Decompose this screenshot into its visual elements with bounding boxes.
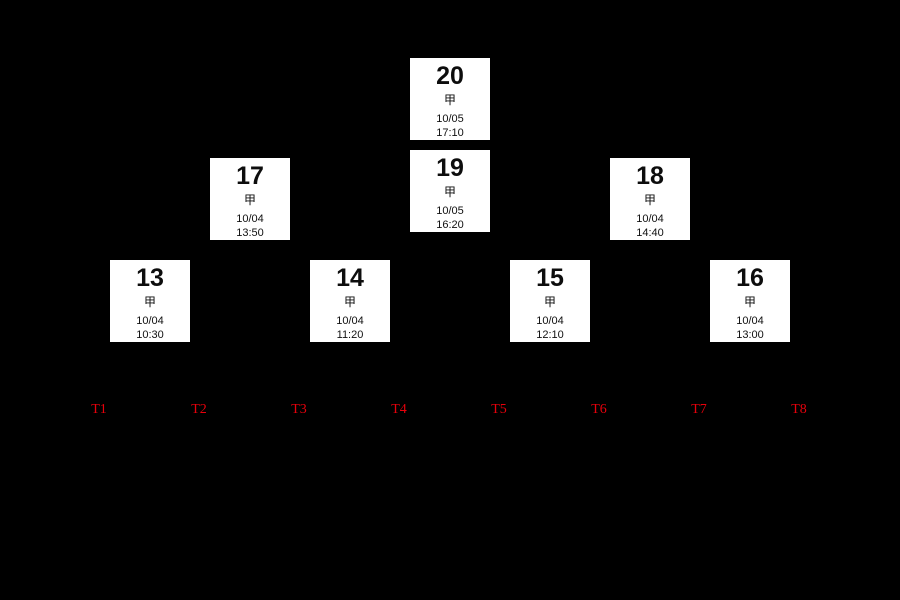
card-number: 16 xyxy=(736,264,764,292)
timeline-tick-label: T1 xyxy=(91,402,107,417)
card-date: 10/05 xyxy=(436,205,464,217)
card-category-label: 甲 xyxy=(643,193,656,207)
card-time: 17:10 xyxy=(436,126,464,139)
card-number: 13 xyxy=(136,264,164,292)
card-category-label: 甲 xyxy=(343,295,356,309)
timeline-tick-label: T3 xyxy=(291,402,307,417)
card-time: 13:00 xyxy=(736,328,764,341)
timeline-tick-label: T5 xyxy=(491,402,507,417)
card-number: 18 xyxy=(636,162,664,190)
card-date: 10/04 xyxy=(236,213,264,225)
card-time: 12:10 xyxy=(536,328,564,341)
timeline-tick-label: T7 xyxy=(691,402,707,417)
timeline-tick-label: T6 xyxy=(591,402,607,417)
card-date: 10/04 xyxy=(736,315,764,327)
card-date: 10/04 xyxy=(636,213,664,225)
timeline-tick-label: T4 xyxy=(391,402,407,417)
card-time: 13:50 xyxy=(236,226,264,239)
card-date: 10/04 xyxy=(336,315,364,327)
card-time: 14:40 xyxy=(636,226,664,239)
card-category-label: 甲 xyxy=(443,185,456,199)
card-date: 10/04 xyxy=(136,315,164,327)
card-category-label: 甲 xyxy=(543,295,556,309)
card-number: 20 xyxy=(436,62,464,90)
card-number: 19 xyxy=(436,154,464,182)
card-category-label: 甲 xyxy=(743,295,756,309)
card-category-label: 甲 xyxy=(443,93,456,107)
card-number: 14 xyxy=(336,264,364,292)
card-category-label: 甲 xyxy=(143,295,156,309)
card-number: 17 xyxy=(236,162,264,190)
card-time: 10:30 xyxy=(136,328,164,341)
card-time: 16:20 xyxy=(436,218,464,231)
timeline-tick-label: T8 xyxy=(791,402,807,417)
card-category-label: 甲 xyxy=(243,193,256,207)
card-date: 10/05 xyxy=(436,113,464,125)
card-time: 11:20 xyxy=(336,328,364,341)
card-number: 15 xyxy=(536,264,564,292)
card-date: 10/04 xyxy=(536,315,564,327)
timeline-tick-label: T2 xyxy=(191,402,207,417)
